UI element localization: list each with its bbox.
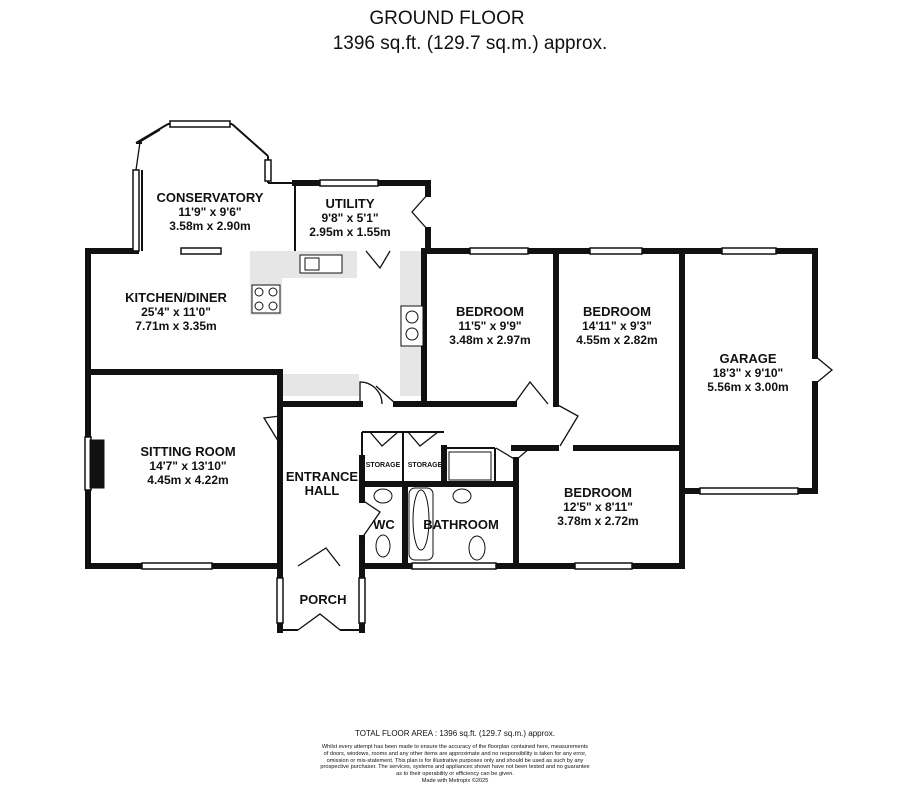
doors — [135, 129, 834, 631]
room-wc: WC — [373, 517, 395, 532]
storage-label-1: STORAGE — [366, 462, 401, 469]
room-kitchen: KITCHEN/DINER 25'4" x 11'0" 7.71m x 3.35… — [125, 290, 227, 333]
svg-text:BEDROOM: BEDROOM — [456, 304, 524, 319]
room-bedroom-2: BEDROOM 14'11" x 9'3" 4.55m x 2.82m — [576, 304, 657, 347]
disclaimer: Whilst every attempt has been made to en… — [300, 744, 610, 785]
room-utility: UTILITY 9'8" x 5'1" 2.95m x 1.55m — [309, 196, 390, 239]
fireplace-icon — [89, 439, 105, 489]
svg-text:2.95m x 1.55m: 2.95m x 1.55m — [309, 225, 390, 239]
svg-text:BEDROOM: BEDROOM — [564, 485, 632, 500]
svg-text:3.58m x 2.90m: 3.58m x 2.90m — [169, 219, 250, 233]
svg-text:4.55m x 2.82m: 4.55m x 2.82m — [576, 333, 657, 347]
svg-text:25'4" x 11'0": 25'4" x 11'0" — [141, 305, 211, 319]
floor-area: 1396 sq.ft. (129.7 sq.m.) approx. — [332, 33, 608, 54]
svg-text:12'5" x 8'11": 12'5" x 8'11" — [563, 500, 633, 514]
windows — [84, 120, 799, 624]
disclaimer-line: omission or mis-statement. This plan is … — [326, 757, 584, 764]
floor-title: GROUND FLOOR — [369, 8, 525, 29]
svg-text:3.78m x 2.72m: 3.78m x 2.72m — [557, 514, 638, 528]
room-garage: GARAGE 18'3" x 9'10" 5.56m x 3.00m — [707, 351, 788, 394]
disclaimer-line: Whilst every attempt has been made to en… — [321, 744, 589, 750]
wc-toilet-icon — [375, 534, 391, 558]
room-bedroom-3: BEDROOM 12'5" x 8'11" 3.78m x 2.72m — [557, 485, 638, 528]
svg-text:SITTING ROOM: SITTING ROOM — [140, 444, 235, 459]
shower-icon — [448, 451, 492, 481]
svg-text:7.71m x 3.35m: 7.71m x 3.35m — [135, 319, 216, 333]
room-entrance-hall: ENTRANCE HALL — [286, 469, 359, 498]
svg-text:CONSERVATORY: CONSERVATORY — [157, 190, 264, 205]
room-conservatory: CONSERVATORY 11'9" x 9'6" 3.58m x 2.90m — [157, 190, 264, 233]
svg-text:9'8" x 5'1": 9'8" x 5'1" — [321, 211, 378, 225]
svg-text:11'9" x 9'6": 11'9" x 9'6" — [178, 205, 241, 219]
svg-text:3.48m x 2.97m: 3.48m x 2.97m — [449, 333, 530, 347]
room-porch: PORCH — [300, 592, 347, 607]
total-floor-area: TOTAL FLOOR AREA : 1396 sq.ft. (129.7 sq… — [355, 729, 555, 738]
disclaimer-line: Made with Metropix ©2025 — [421, 777, 489, 784]
disclaimer-line: prospective purchaser. The services, sys… — [320, 764, 590, 771]
disclaimer-line: of doors, windows, rooms and any other i… — [323, 750, 587, 757]
wc-basin-icon — [373, 488, 393, 504]
room-sitting: SITTING ROOM 14'7" x 13'10" 4.45m x 4.22… — [140, 444, 235, 487]
svg-text:UTILITY: UTILITY — [325, 196, 374, 211]
svg-text:18'3" x 9'10": 18'3" x 9'10" — [713, 366, 783, 380]
svg-text:KITCHEN/DINER: KITCHEN/DINER — [125, 290, 227, 305]
svg-text:5.56m x 3.00m: 5.56m x 3.00m — [707, 380, 788, 394]
room-bedroom-1: BEDROOM 11'5" x 9'9" 3.48m x 2.97m — [449, 304, 530, 347]
svg-text:ENTRANCE: ENTRANCE — [286, 469, 359, 484]
walls — [85, 180, 818, 633]
svg-text:14'7" x 13'10": 14'7" x 13'10" — [149, 459, 226, 473]
svg-text:4.45m x 4.22m: 4.45m x 4.22m — [147, 473, 228, 487]
basin-icon — [452, 488, 472, 504]
svg-text:BEDROOM: BEDROOM — [583, 304, 651, 319]
fixtures — [89, 254, 492, 561]
svg-text:14'11" x 9'3": 14'11" x 9'3" — [582, 319, 652, 333]
disclaimer-line: as to their operability or efficiency ca… — [396, 771, 514, 778]
room-bathroom: BATHROOM — [423, 517, 499, 532]
storage-label-2: STORAGE — [408, 462, 443, 469]
svg-text:11'5" x 9'9": 11'5" x 9'9" — [458, 319, 521, 333]
svg-text:GARAGE: GARAGE — [719, 351, 776, 366]
toilet-icon — [468, 535, 486, 561]
svg-text:HALL: HALL — [305, 483, 340, 498]
